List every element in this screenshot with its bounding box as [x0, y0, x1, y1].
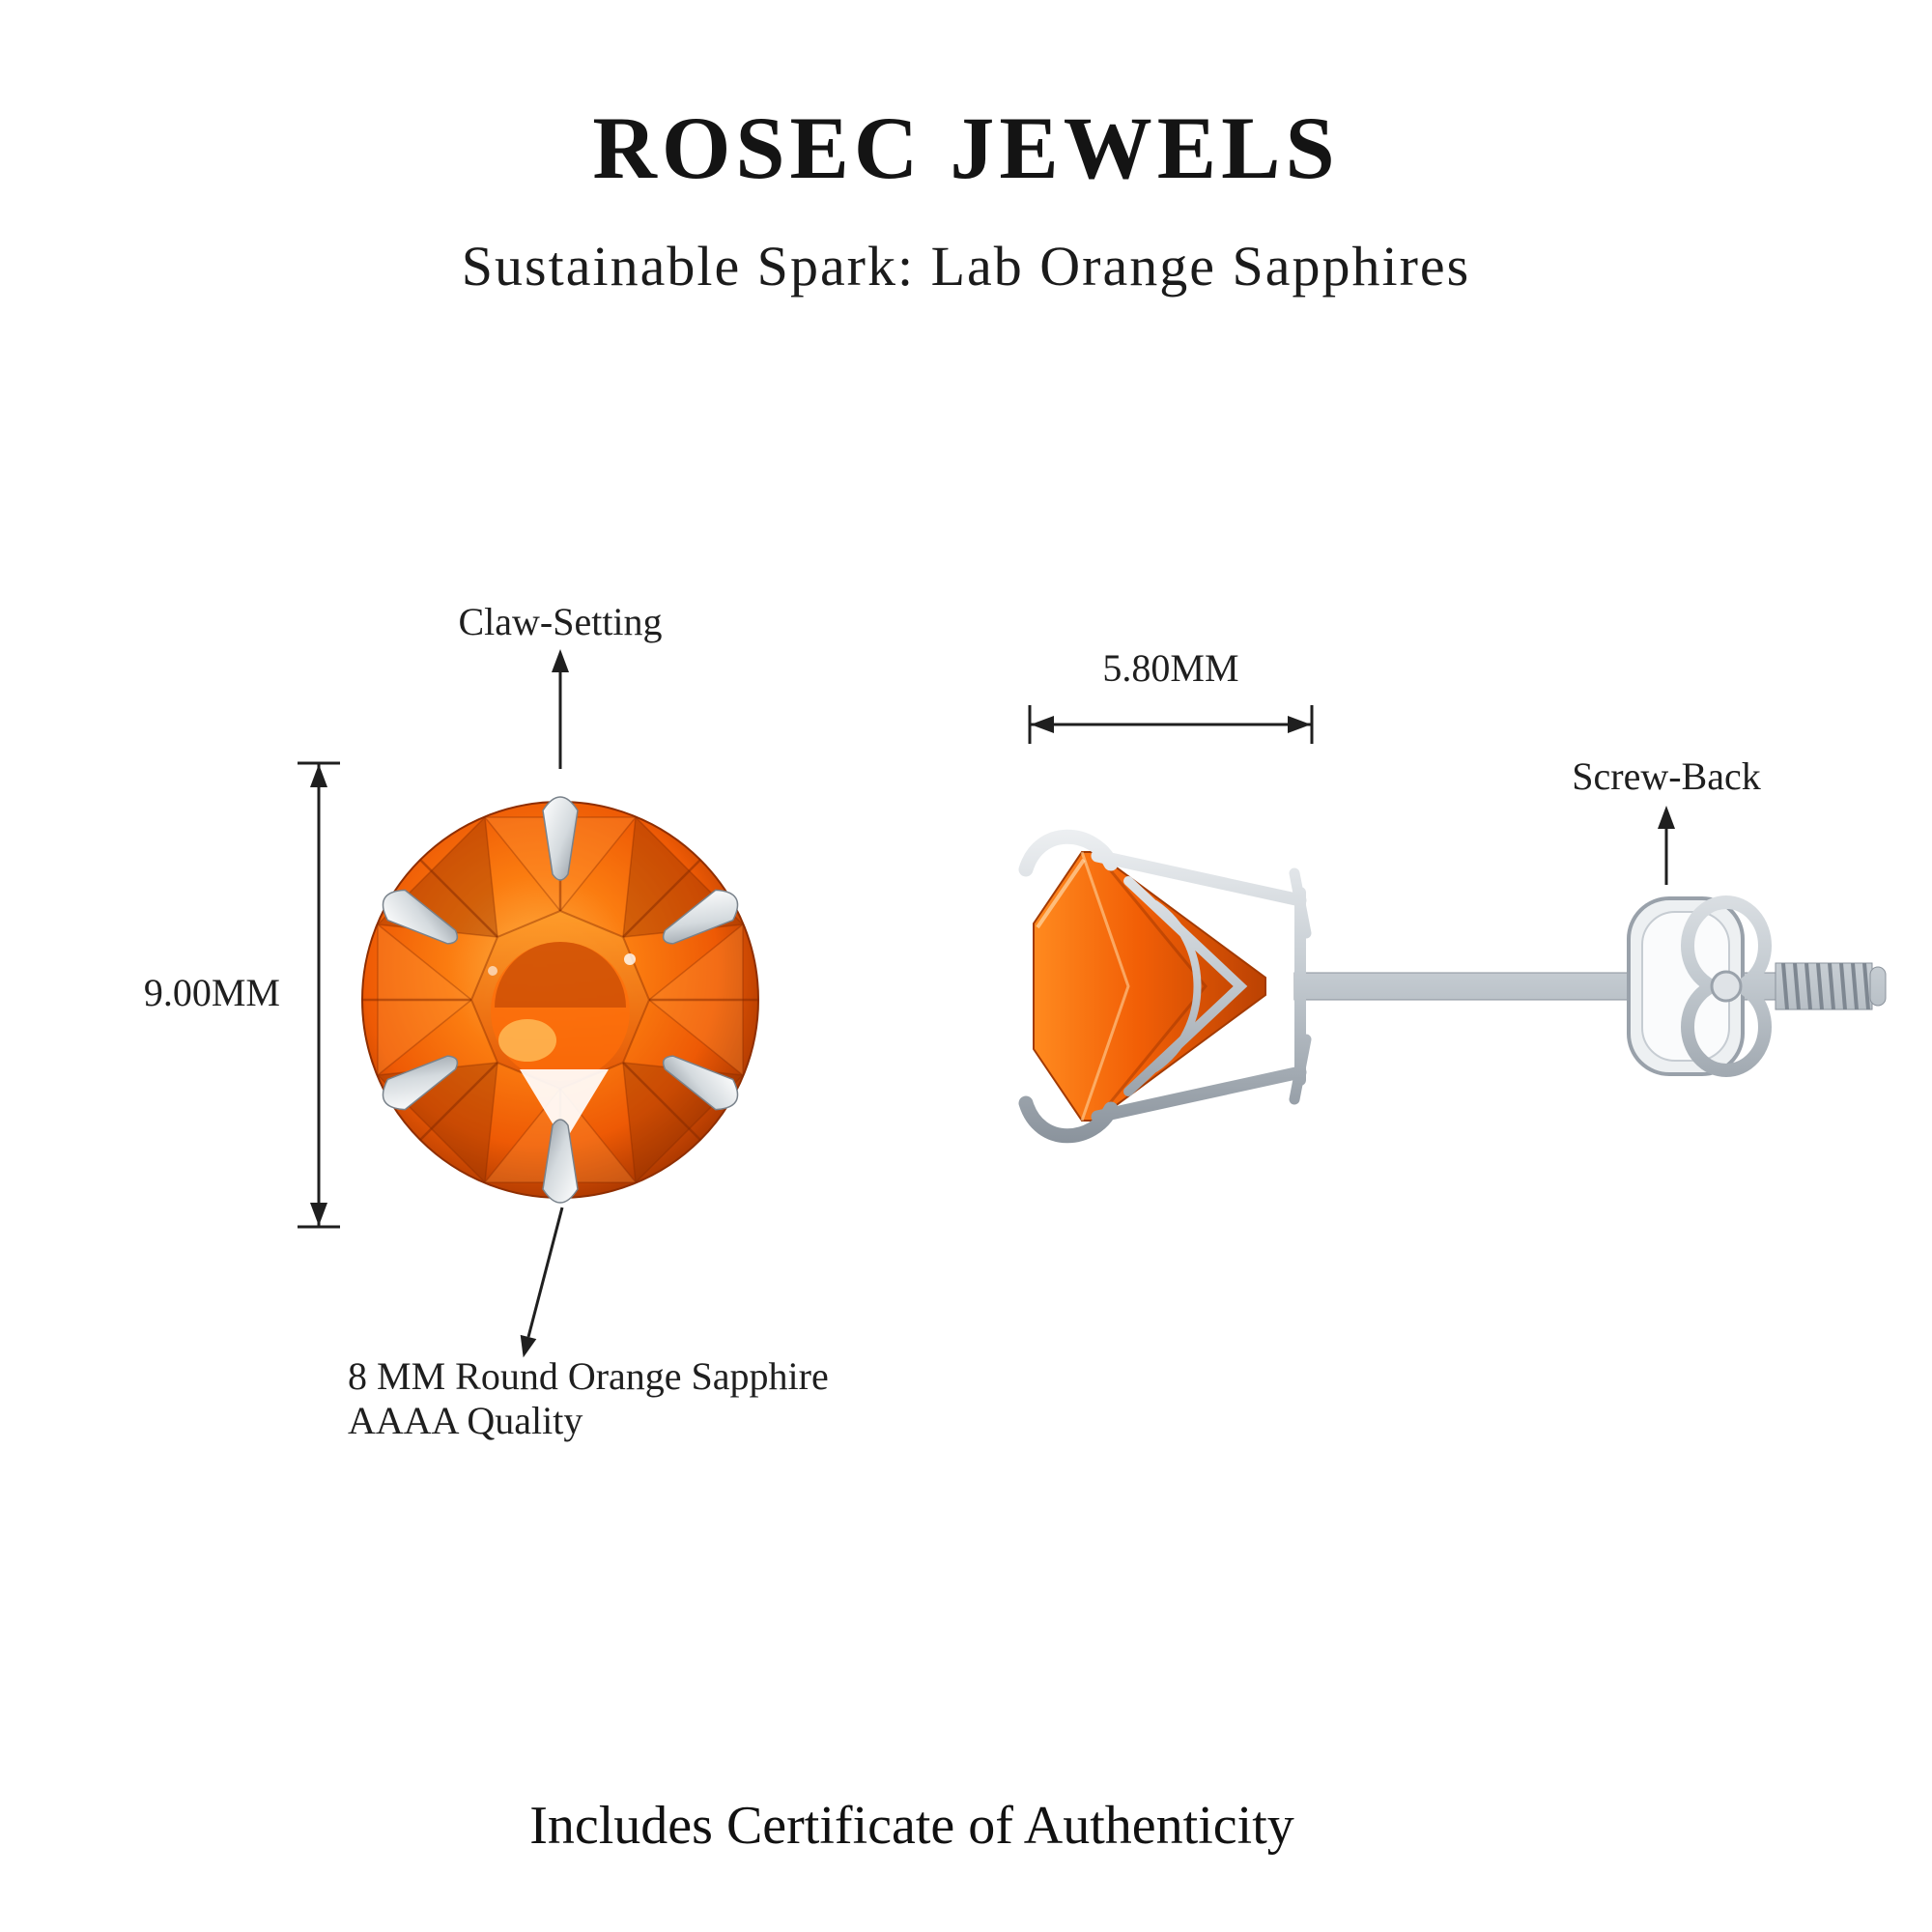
claw-setting-arrow [552, 649, 569, 769]
arrow-right-icon [1288, 716, 1311, 733]
front-claw-prongs [375, 796, 746, 1204]
page-subtitle: Sustainable Spark: Lab Orange Sapphires [461, 235, 1471, 298]
stone-description-line2: AAAA Quality [348, 1399, 583, 1442]
height-dimension-label: 9.00MM [143, 971, 280, 1014]
height-dimension-line [298, 761, 340, 1229]
side-earring-illustration [1018, 829, 1887, 1144]
certificate-note: Includes Certificate of Authenticity [529, 1796, 1294, 1856]
width-dimension-label: 5.80MM [1102, 646, 1239, 690]
arrow-up-icon [310, 764, 327, 787]
brand-title: ROSEC JEWELS [592, 99, 1340, 197]
stone-description-line1: 8 MM Round Orange Sapphire [348, 1354, 829, 1398]
screw-back-arrow [1658, 806, 1675, 885]
screw-back-label: Screw-Back [1572, 754, 1761, 798]
screw-back-finding [1627, 895, 1772, 1077]
width-dimension-line [1028, 705, 1314, 744]
side-gemstone [1033, 851, 1266, 1122]
front-earring-illustration [361, 796, 759, 1204]
arrow-up-icon [1658, 806, 1675, 829]
claw-setting-label: Claw-Setting [458, 600, 663, 643]
side-basket-setting [1018, 829, 1312, 1144]
arrow-left-icon [1031, 716, 1054, 733]
arrow-up-icon [552, 649, 569, 672]
stone-description-arrow [520, 1207, 564, 1358]
threaded-post [1775, 962, 1887, 1010]
arrow-down-icon [310, 1203, 327, 1226]
arrow-down-icon [520, 1334, 537, 1358]
